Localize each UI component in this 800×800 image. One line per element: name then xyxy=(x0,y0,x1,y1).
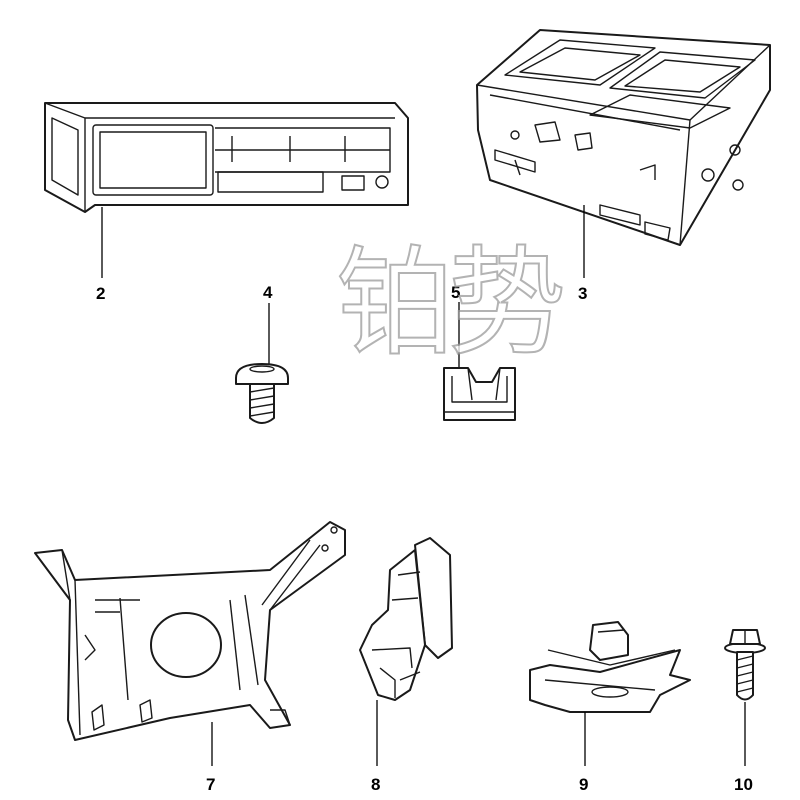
part-2-cd-changer xyxy=(44,102,409,213)
part-label-9: 9 xyxy=(579,775,588,794)
part-8-holder xyxy=(359,537,453,701)
part-3-mounting-cage xyxy=(476,29,771,246)
part-label-10: 10 xyxy=(734,775,753,794)
part-label-5: 5 xyxy=(451,283,460,302)
part-5-clip-nut xyxy=(443,367,516,421)
part-label-8: 8 xyxy=(371,775,380,794)
part-9-spring-nut xyxy=(529,621,691,713)
part-label-4: 4 xyxy=(263,283,273,302)
part-7-support-bracket xyxy=(34,521,346,741)
part-label-2: 2 xyxy=(96,284,105,303)
part-label-3: 3 xyxy=(578,284,587,303)
part-4-screw xyxy=(235,363,289,424)
part-label-7: 7 xyxy=(206,775,215,794)
part-10-flange-bolt xyxy=(724,629,766,701)
watermark: 铂势 xyxy=(335,234,567,372)
